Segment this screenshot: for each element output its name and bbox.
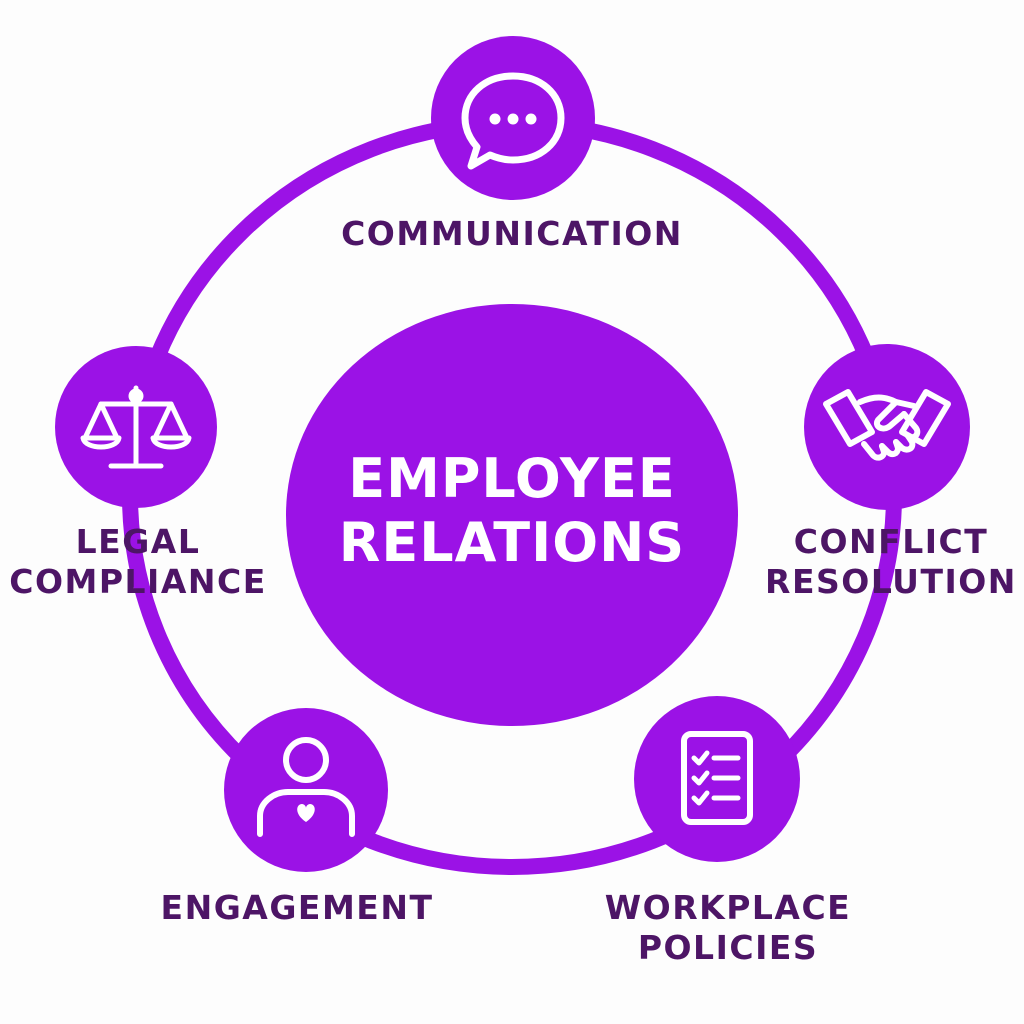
communication-label: COMMUNICATION [341,214,683,253]
center-title-line1: EMPLOYEE [348,447,676,510]
communication-node [431,36,595,200]
conflict-resolution-node [804,344,970,510]
workplace-policies-label: WORKPLACE POLICIES [604,888,852,968]
handshake-icon [823,389,951,461]
center-title-line2: RELATIONS [338,511,686,574]
chat-bubble-icon [461,72,565,170]
engagement-node [224,708,388,872]
legal-compliance-node [55,346,217,508]
legal-compliance-label: LEGAL COMPLIANCE [9,522,267,602]
engagement-label: ENGAGEMENT [160,888,434,927]
employee-relations-center: EMPLOYEE RELATIONS [286,304,738,726]
conflict-resolution-label: CONFLICT RESOLUTION [765,522,1017,602]
person-heart-icon [257,737,355,837]
checklist-icon [681,731,753,825]
scales-icon [80,385,192,469]
workplace-policies-node [634,696,800,862]
